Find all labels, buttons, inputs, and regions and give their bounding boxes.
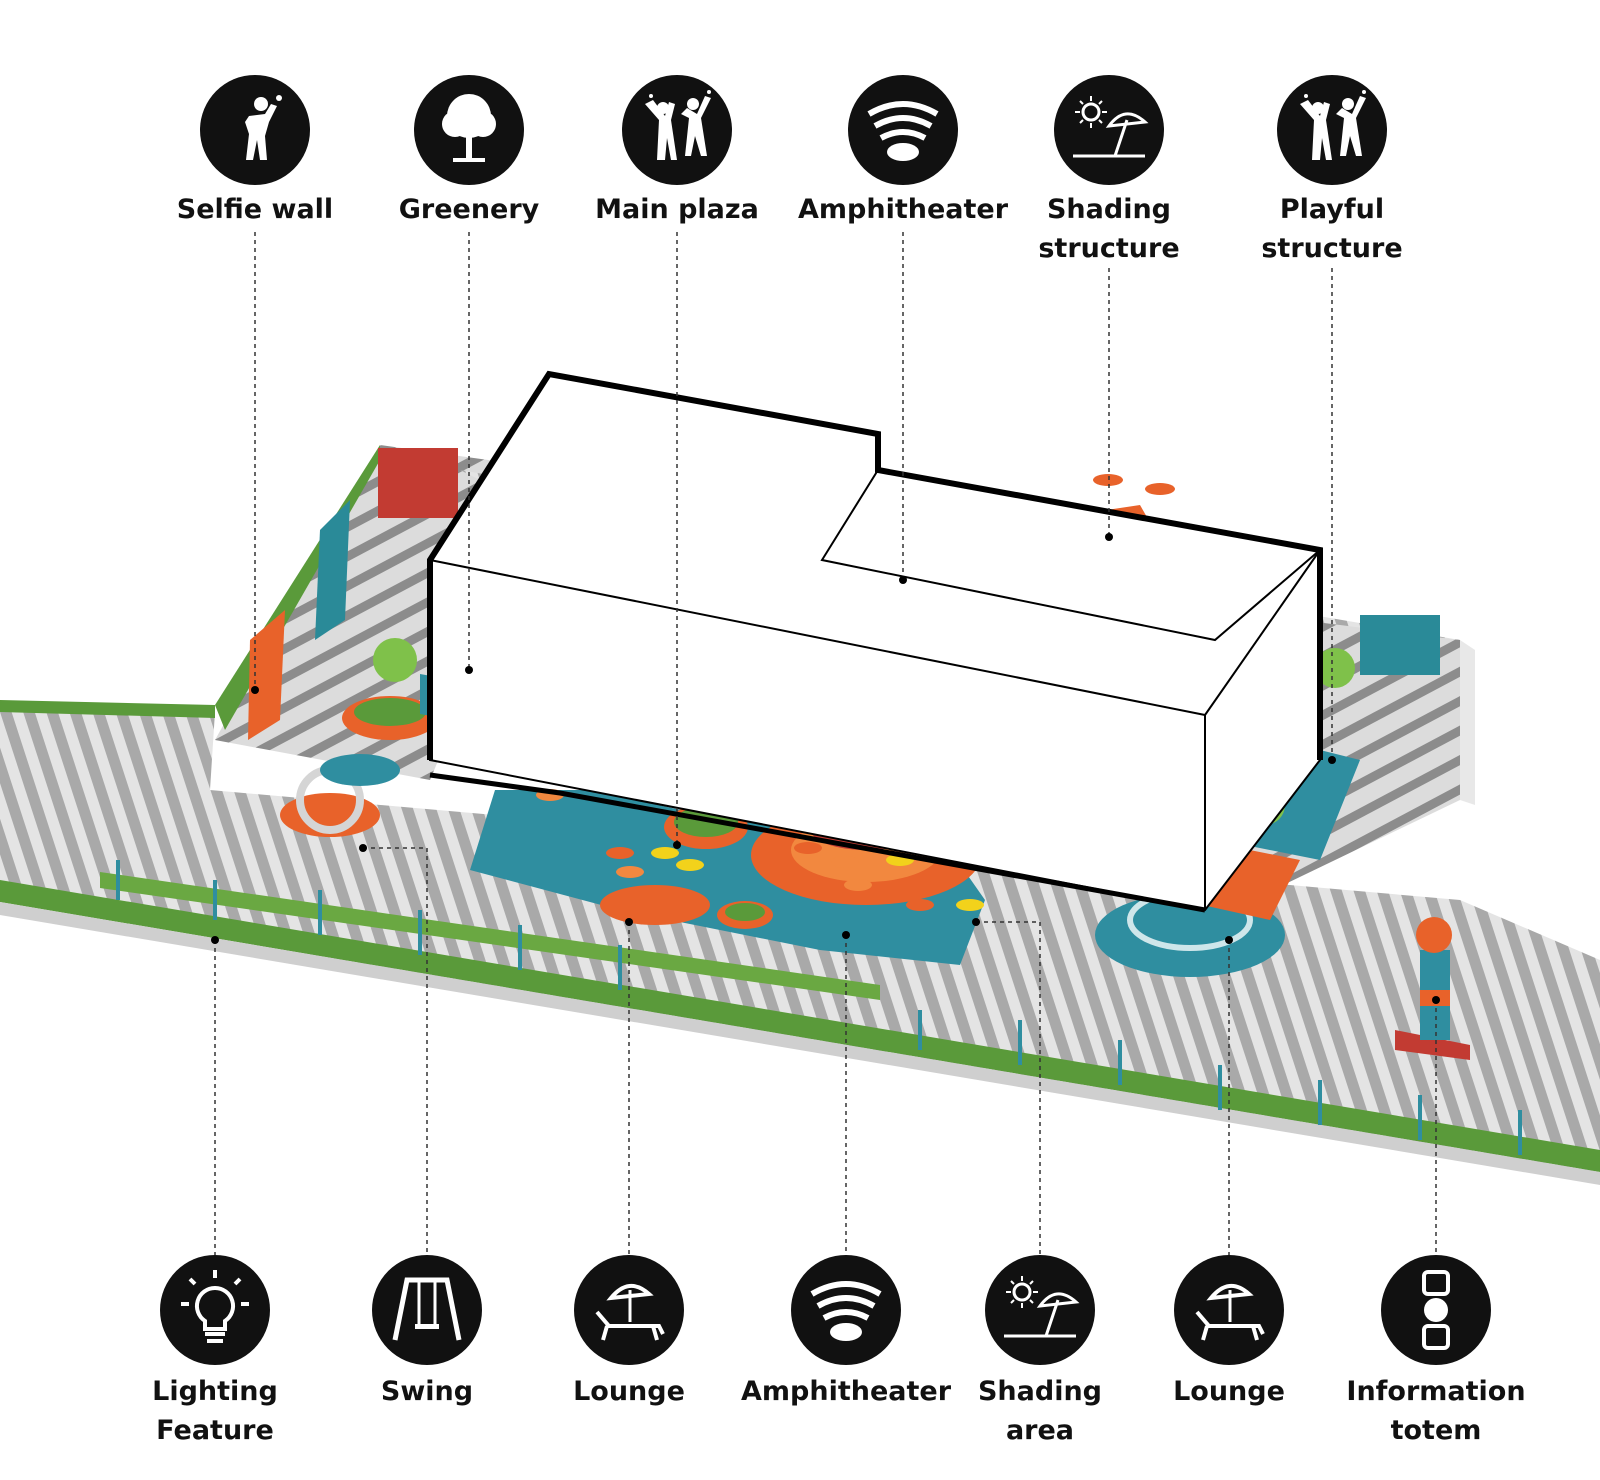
feature-label-line: Swing [380, 1376, 474, 1407]
feature-label: Lounge [1114, 1372, 1344, 1411]
left-tree-grass [354, 698, 426, 726]
lounge-chair-icon [1173, 1254, 1285, 1366]
left-lounge-pad [320, 754, 400, 786]
courtyard-cut [820, 468, 1323, 642]
selfie-wall-side [315, 500, 350, 640]
celebrating-people-icon [621, 74, 733, 186]
feature-label-line: totem [1390, 1415, 1482, 1446]
right-tree-canopy-2 [1315, 648, 1355, 688]
building-edge-2 [1204, 549, 1321, 716]
selfie-person-icon [199, 74, 311, 186]
feature-label: Main plaza [562, 190, 792, 229]
main-plaza-floor [470, 790, 985, 965]
feature-label: Amphitheater [788, 190, 1018, 229]
top-leader-lines [254, 232, 1333, 845]
shading-umbrella-1 [1093, 474, 1123, 486]
right-lounge-pad [1095, 893, 1285, 977]
top-leader-dots [251, 533, 1336, 849]
feature-label-line: Shading [977, 1376, 1103, 1407]
feature-label-line: Feature [156, 1415, 274, 1446]
feature-label-line: Information [1346, 1376, 1526, 1407]
amphitheater-icon [790, 1254, 902, 1366]
shading-umbrella-2 [1145, 483, 1175, 495]
sun-umbrella-icon [984, 1254, 1096, 1366]
feature-label-line: Amphitheater [797, 194, 1009, 225]
feature-label-line: Main plaza [595, 194, 759, 225]
building-volume [427, 370, 1323, 913]
right-wall-panel [1360, 615, 1440, 675]
front-grass-verge [0, 880, 1600, 1172]
tree-icon [413, 74, 525, 186]
front-edge [0, 902, 1600, 1185]
feature-label: Shading structure [994, 190, 1224, 268]
feature-label-line: Amphitheater [740, 1376, 952, 1407]
celebrating-people-icon [1276, 74, 1388, 186]
feature-label-line: structure [1038, 233, 1180, 264]
light-bulb-icon [159, 1254, 271, 1366]
lounge-planter-grass [725, 903, 765, 921]
feature-label-line: Playful [1279, 194, 1385, 225]
feature-label-line: structure [1261, 233, 1403, 264]
feature-label: Swing [312, 1372, 542, 1411]
feature-label: Greenery [354, 190, 584, 229]
information-totem-object [1395, 917, 1470, 1060]
feature-label-line: area [1005, 1415, 1075, 1446]
feature-label-line: Shading [1046, 194, 1172, 225]
lounge-floor-orange [600, 885, 710, 925]
feature-label-line: Lounge [573, 1376, 685, 1407]
feature-label-line: Lighting [152, 1376, 278, 1407]
totem-icon [1380, 1254, 1492, 1366]
feature-label: Lounge [514, 1372, 744, 1411]
feature-label: Amphitheater [731, 1372, 961, 1411]
amphitheater-icon [847, 74, 959, 186]
feature-label: Playful structure [1217, 190, 1447, 268]
feature-label: Information totem [1321, 1372, 1551, 1450]
left-street-grass [0, 700, 215, 718]
bottom-leader-lines [214, 847, 1437, 1255]
building-edge-1 [429, 559, 1206, 716]
bottom-leader-dots [211, 844, 1440, 1004]
building-base-front [429, 772, 1206, 913]
lounge-chair-icon [573, 1254, 685, 1366]
feature-label-line: Selfie wall [176, 194, 334, 225]
feature-label: Selfie wall [140, 190, 370, 229]
right-wall [1460, 640, 1475, 805]
feature-label-line: Greenery [398, 194, 540, 225]
lighting-posts [116, 860, 1522, 1155]
feature-label-line: Lounge [1173, 1376, 1285, 1407]
swing-area [280, 793, 380, 837]
feature-label: Shading area [925, 1372, 1155, 1450]
sun-umbrella-icon [1053, 74, 1165, 186]
front-grass-verge-2 [100, 872, 880, 1000]
selfie-wall-panel [378, 448, 458, 518]
selfie-wall-side-2 [248, 610, 285, 740]
swing-icon [371, 1254, 483, 1366]
left-tree-canopy [373, 638, 417, 682]
